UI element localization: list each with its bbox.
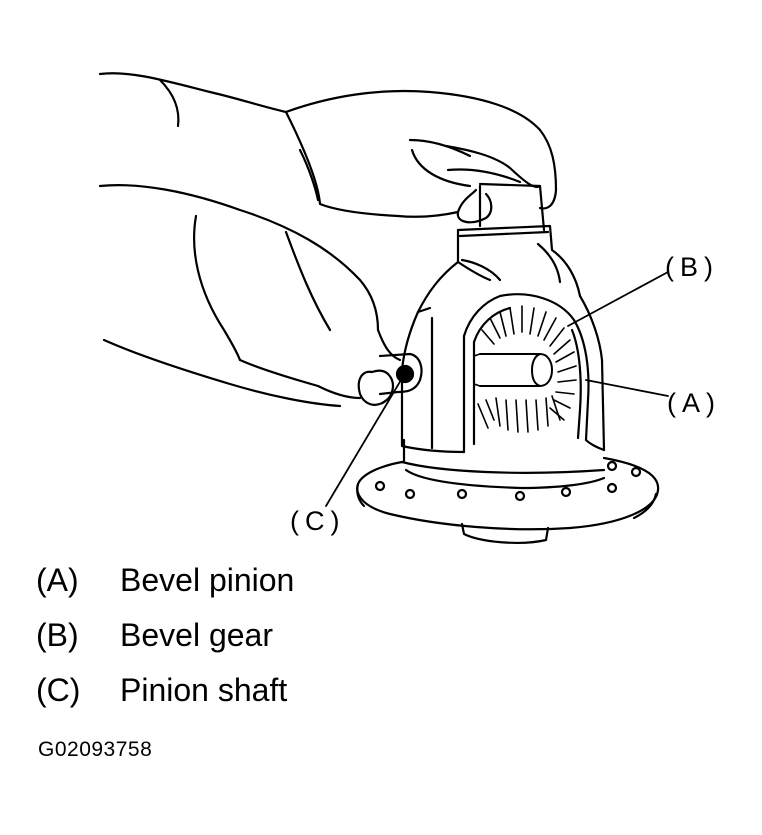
legend-item-c: (C) Pinion shaft — [36, 672, 294, 727]
figure-code: G02093758 — [38, 738, 153, 761]
callout-label-a: (A) — [667, 388, 721, 418]
legend-label: Bevel gear — [120, 617, 273, 653]
parts-legend: (A) Bevel pinion (B) Bevel gear (C) Pini… — [36, 562, 294, 727]
callout-label-c: (C) — [290, 506, 346, 536]
legend-item-a: (A) Bevel pinion — [36, 562, 294, 617]
upper-hand — [98, 72, 558, 232]
bevel-gears — [473, 305, 577, 433]
leader-line-c — [325, 379, 402, 507]
legend-key: (A) — [36, 562, 79, 598]
callout-label-b: (B) — [665, 252, 719, 282]
leader-line-a — [585, 379, 669, 397]
legend-key: (C) — [36, 672, 81, 708]
flange — [356, 456, 660, 544]
legend-label: Bevel pinion — [120, 562, 295, 598]
leader-line-b — [567, 271, 669, 327]
legend-item-b: (B) Bevel gear — [36, 617, 294, 672]
differential-case-illustration — [98, 72, 669, 544]
legend-key: (B) — [36, 617, 79, 653]
lower-hand — [98, 184, 402, 408]
differential-case — [378, 224, 606, 464]
leader-lines — [325, 271, 669, 507]
legend-label: Pinion shaft — [120, 672, 288, 708]
pinion-shaft-end — [395, 364, 415, 384]
